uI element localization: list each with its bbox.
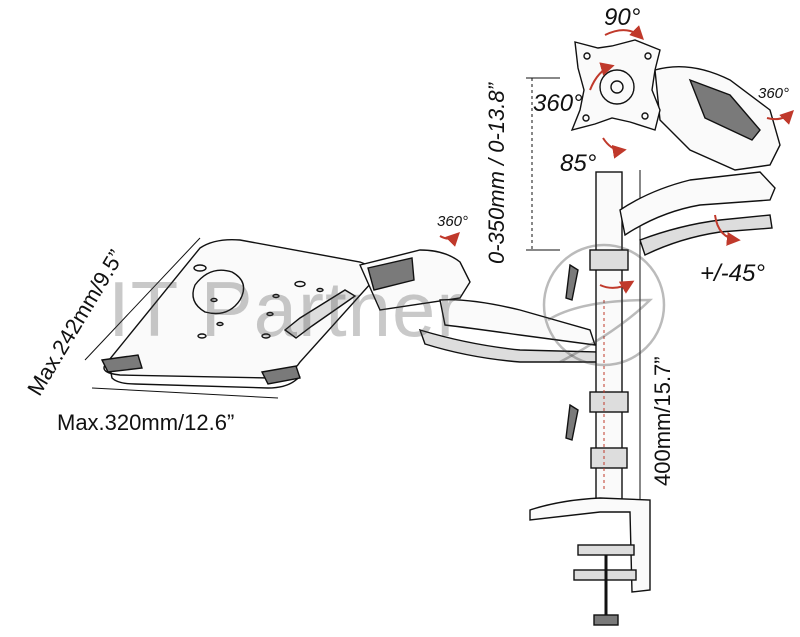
vesa-plate	[570, 39, 661, 132]
height-range-label: 0-350mm / 0-13.8”	[484, 83, 509, 264]
head-swivel-right-label: 360°	[758, 85, 790, 102]
head-swivel-label: 360°	[533, 90, 583, 117]
tilt-up-label: 90°	[604, 4, 641, 31]
tray-arm	[359, 249, 602, 363]
laptop-tray	[84, 237, 375, 399]
watermark-text: IT Partner	[108, 265, 464, 353]
monitor-arm	[619, 65, 781, 256]
tilt-down-label: 85°	[560, 150, 597, 177]
height-dimension	[526, 77, 560, 251]
rotation-arrows	[439, 25, 794, 294]
tray-width-label: Max.320mm/12.6”	[57, 410, 235, 435]
tray-swivel-label: 360°	[437, 213, 469, 230]
watermark-logo	[542, 243, 666, 367]
pole-height-label: 400mm/15.7”	[650, 356, 675, 486]
desk-clamp	[529, 497, 651, 626]
arm-tilt-label: +/-45°	[700, 260, 765, 287]
